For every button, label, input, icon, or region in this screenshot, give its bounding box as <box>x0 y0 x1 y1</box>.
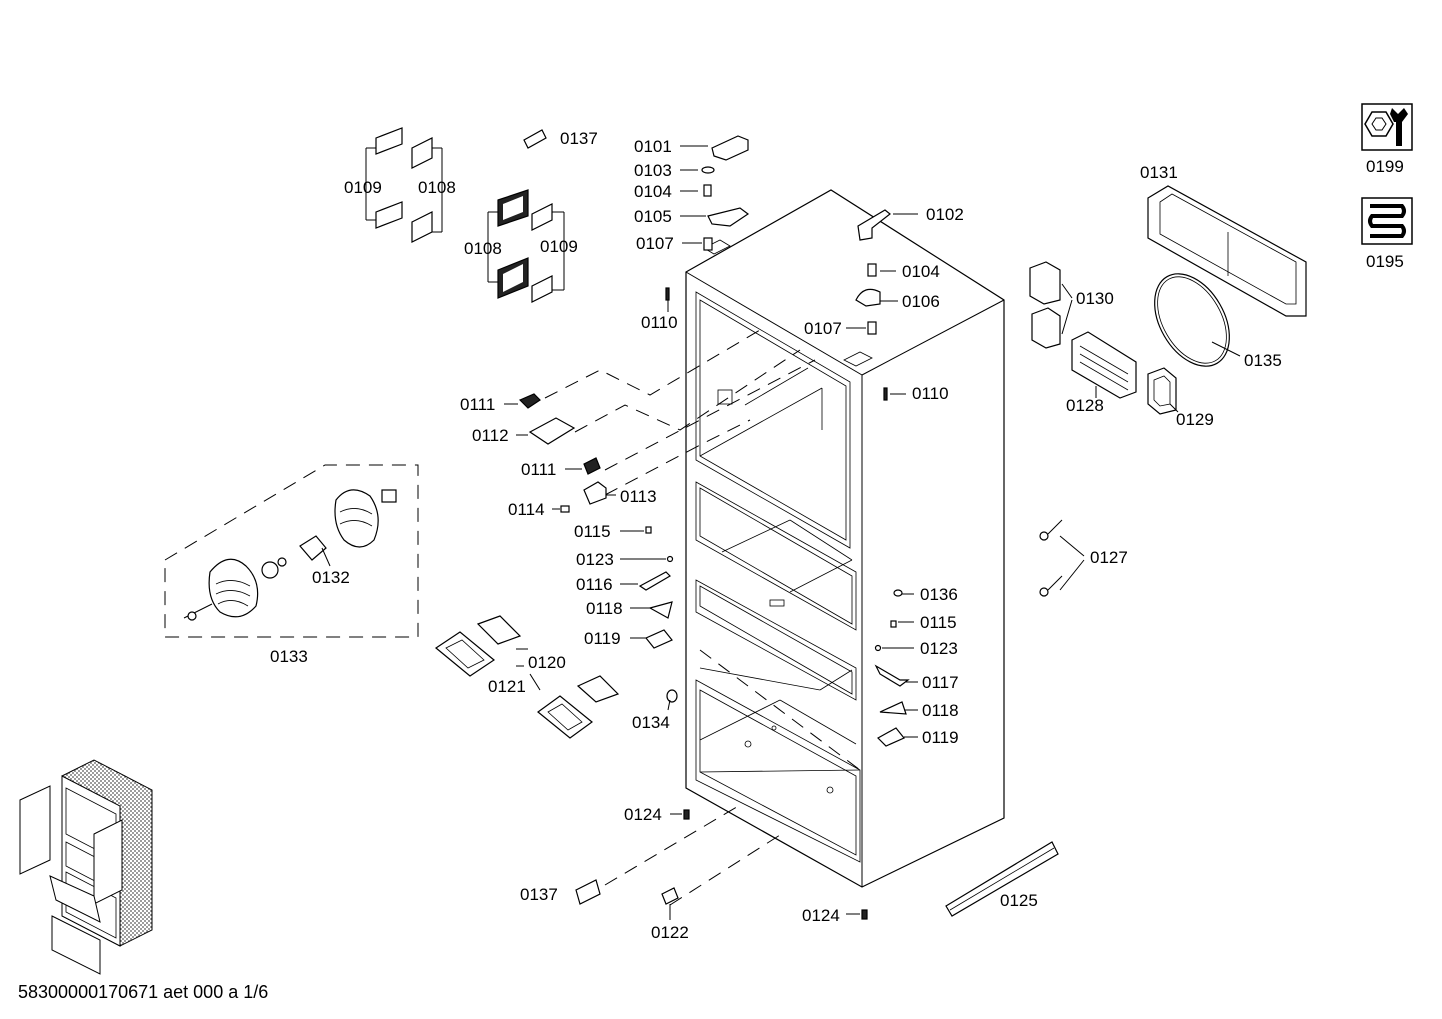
overview-thumbnail <box>19 759 153 975</box>
part-label: 0195 <box>1366 252 1404 271</box>
part-label: 0123 <box>920 639 958 658</box>
part-label: 0102 <box>926 205 964 224</box>
part-label: 0128 <box>1066 396 1104 415</box>
evaporator-coil-icon <box>1361 197 1413 245</box>
part-label: 0132 <box>312 568 350 587</box>
part-label: 0137 <box>560 129 598 148</box>
part-label: 0109 <box>540 237 578 256</box>
part-label: 0107 <box>804 319 842 338</box>
part-label: 0121 <box>488 677 526 696</box>
part-label: 0117 <box>922 673 959 692</box>
part-label: 0110 <box>641 313 678 332</box>
part-label: 0124 <box>802 906 840 925</box>
part-label: 0101 <box>634 137 672 156</box>
part-label: 0109 <box>344 178 382 197</box>
part-label: 0137 <box>520 885 558 904</box>
part-label: 0123 <box>576 550 614 569</box>
part-label: 0112 <box>472 426 509 445</box>
part-label: 0104 <box>634 182 672 201</box>
part-label: 0118 <box>922 701 959 720</box>
part-shapes <box>183 127 1307 920</box>
assembly-guide-lines <box>164 329 861 906</box>
part-label: 0199 <box>1366 157 1404 176</box>
part-label: 0119 <box>584 629 621 648</box>
part-label: 0111 <box>521 460 556 479</box>
part-labels: 0101 0103 0104 0105 0107 0137 0109 0108 … <box>270 129 1404 942</box>
leader-lines <box>504 145 1241 920</box>
part-label: 0127 <box>1090 548 1128 567</box>
part-label: 0110 <box>912 384 949 403</box>
part-label: 0136 <box>920 585 958 604</box>
part-label: 0125 <box>1000 891 1038 910</box>
part-label: 0107 <box>636 234 674 253</box>
part-label: 0115 <box>920 613 957 632</box>
part-label: 0120 <box>528 653 566 672</box>
part-label: 0133 <box>270 647 308 666</box>
wrench-nut-icon <box>1361 103 1413 151</box>
part-label: 0115 <box>574 522 611 541</box>
part-label: 0116 <box>576 575 613 594</box>
part-label: 0124 <box>624 805 662 824</box>
part-label: 0113 <box>620 487 657 506</box>
part-label: 0119 <box>922 728 959 747</box>
part-label: 0122 <box>651 923 689 942</box>
part-label: 0118 <box>586 599 623 618</box>
part-label: 0131 <box>1140 163 1178 182</box>
part-label: 0106 <box>902 292 940 311</box>
refrigerator-cabinet <box>685 189 1005 888</box>
part-label: 0105 <box>634 207 672 226</box>
part-label: 0103 <box>634 161 672 180</box>
part-label: 0134 <box>632 713 670 732</box>
part-label: 0108 <box>418 178 456 197</box>
part-label: 0135 <box>1244 351 1282 370</box>
document-id: 58300000170671 aet 000 a 1/6 <box>18 982 268 1002</box>
part-label: 0108 <box>464 239 502 258</box>
part-label: 0114 <box>508 500 545 519</box>
part-label: 0129 <box>1176 410 1214 429</box>
part-label: 0130 <box>1076 289 1114 308</box>
part-label: 0104 <box>902 262 940 281</box>
part-label: 0111 <box>460 395 495 414</box>
